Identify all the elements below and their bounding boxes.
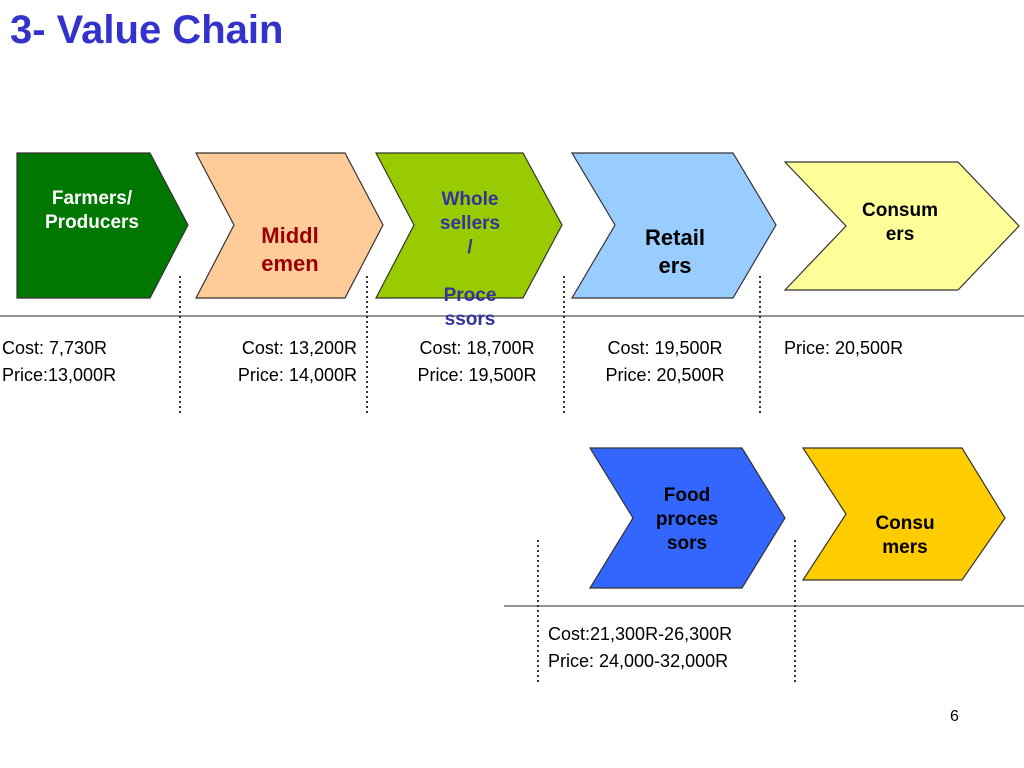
chevron-middlemen bbox=[195, 152, 384, 299]
price-farmers-producers: Price:13,000R bbox=[2, 365, 117, 385]
cost-food-processors: Cost:21,300R-26,300R bbox=[548, 624, 733, 644]
info-farmers-producers: Cost: 7,730R Price:13,000R bbox=[2, 335, 116, 389]
chevron-wholesellers-processors bbox=[375, 152, 563, 299]
info-retailers: Cost: 19,500R Price: 20,500R bbox=[586, 335, 744, 389]
chevron-food-processors bbox=[588, 447, 786, 589]
label-wholesellers-processors: Whole sellers / Proce ssors bbox=[439, 189, 501, 330]
price-retailers: Price: 20,500R bbox=[605, 365, 725, 385]
price-wholesellers-processors: Price: 19,500R bbox=[417, 365, 537, 385]
label-food-consumers: Consu mers bbox=[875, 513, 935, 558]
cost-retailers: Cost: 19,500R bbox=[607, 338, 723, 358]
info-consumers: Price: 20,500R bbox=[784, 335, 903, 362]
cost-farmers-producers: Cost: 7,730R bbox=[2, 338, 108, 358]
chevron-food-consumers bbox=[801, 447, 1006, 581]
info-food-processors: Cost:21,300R-26,300R Price: 24,000-32,00… bbox=[548, 621, 732, 675]
info-wholesellers-processors: Cost: 18,700R Price: 19,500R bbox=[401, 335, 553, 389]
price-middlemen: Price: 14,000R bbox=[237, 365, 357, 385]
info-middlemen: Cost: 13,200R Price: 14,000R bbox=[207, 335, 357, 389]
label-middlemen: Middl emen bbox=[261, 223, 319, 276]
cost-middlemen: Cost: 13,200R bbox=[241, 338, 357, 358]
label-farmers-producers: Farmers/ Producers bbox=[45, 188, 139, 233]
label-food-processors: Food proces sors bbox=[655, 485, 719, 554]
page-number: 6 bbox=[950, 708, 959, 725]
chevron-farmers-producers bbox=[16, 152, 189, 299]
label-consumers: Consum ers bbox=[862, 200, 938, 245]
cost-wholesellers-processors: Cost: 18,700R bbox=[419, 338, 535, 358]
price-consumers: Price: 20,500R bbox=[784, 338, 904, 358]
chevron-retailers bbox=[570, 152, 777, 299]
slide-title: 3- Value Chain bbox=[10, 8, 284, 52]
price-food-processors: Price: 24,000-32,000R bbox=[548, 651, 729, 671]
chevron-consumers bbox=[783, 161, 1020, 291]
label-retailers: Retail ers bbox=[645, 225, 705, 278]
